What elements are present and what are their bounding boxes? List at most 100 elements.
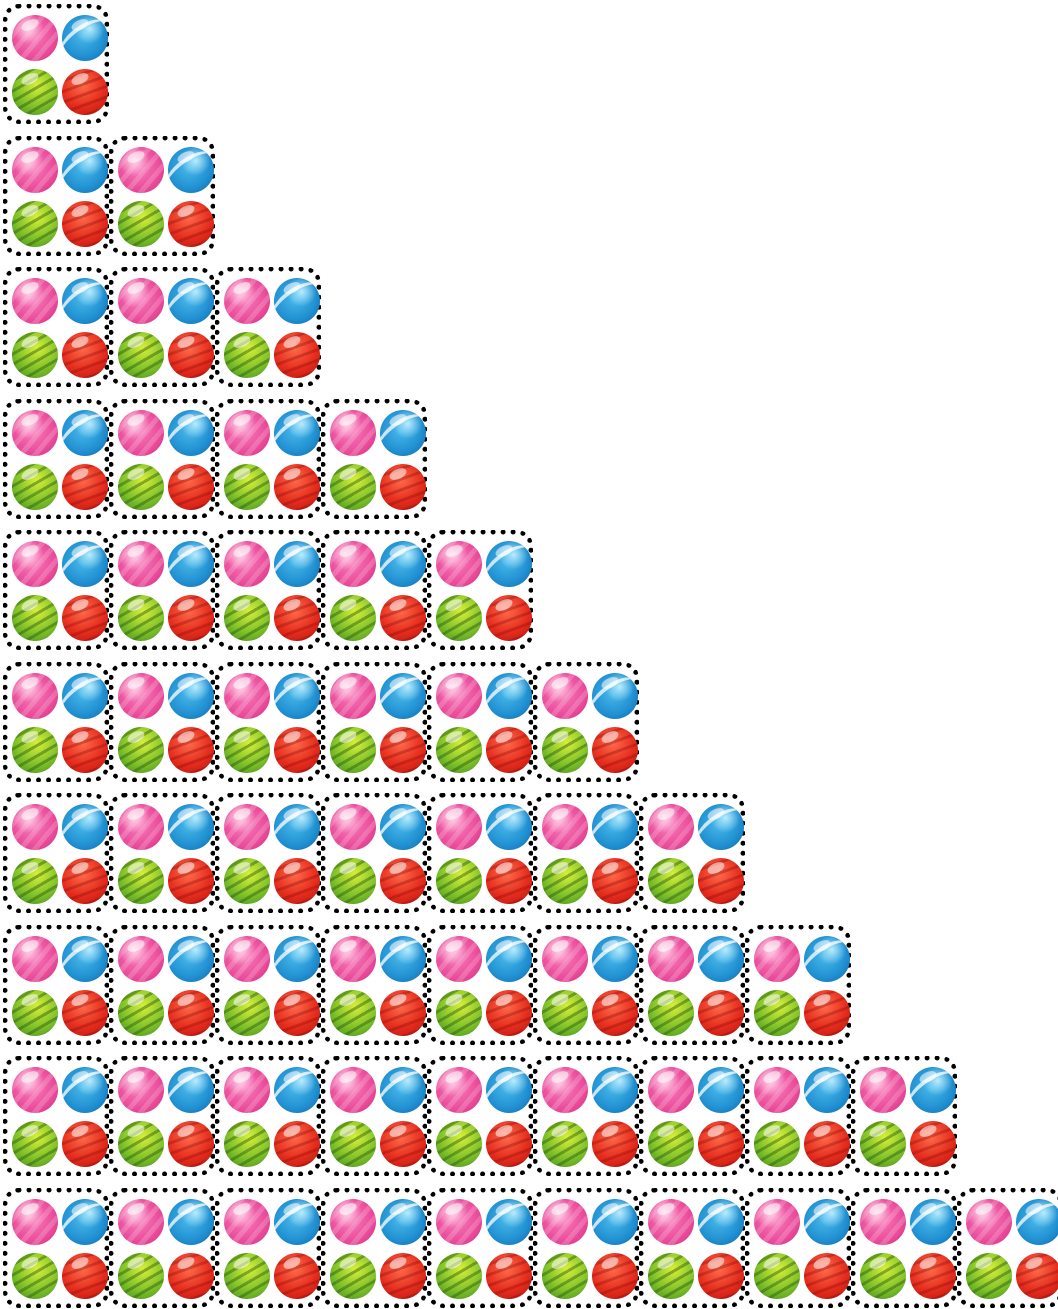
- green-marble-icon: [542, 858, 588, 904]
- green-marble-icon: [330, 727, 376, 773]
- green-marble-icon: [542, 727, 588, 773]
- blue-marble-icon: [380, 936, 426, 982]
- blue-marble-icon: [698, 804, 744, 850]
- blue-marble-icon: [62, 673, 108, 719]
- red-marble-icon: [380, 464, 426, 510]
- green-marble-icon: [436, 990, 482, 1036]
- marble-group: [3, 1188, 109, 1308]
- red-marble-icon: [1016, 1253, 1058, 1299]
- blue-marble-icon: [168, 804, 214, 850]
- pink-marble-icon: [436, 936, 482, 982]
- marble-group: [3, 399, 109, 519]
- pink-marble-icon: [12, 410, 58, 456]
- marble-group: [3, 267, 109, 387]
- marble-group: [321, 925, 427, 1045]
- red-marble-icon: [698, 1253, 744, 1299]
- pink-marble-icon: [12, 278, 58, 324]
- pink-marble-icon: [118, 1199, 164, 1245]
- red-marble-icon: [592, 727, 638, 773]
- marble-group: [215, 1188, 321, 1308]
- pink-marble-icon: [436, 541, 482, 587]
- pink-marble-icon: [224, 804, 270, 850]
- blue-marble-icon: [168, 410, 214, 456]
- green-marble-icon: [754, 990, 800, 1036]
- blue-marble-icon: [592, 936, 638, 982]
- marble-group: [215, 399, 321, 519]
- red-marble-icon: [698, 1121, 744, 1167]
- red-marble-icon: [62, 1121, 108, 1167]
- green-marble-icon: [330, 1121, 376, 1167]
- blue-marble-icon: [910, 1067, 956, 1113]
- green-marble-icon: [118, 727, 164, 773]
- marble-group: [109, 267, 215, 387]
- green-marble-icon: [12, 990, 58, 1036]
- marble-group: [215, 662, 321, 782]
- marble-group: [851, 1056, 957, 1176]
- red-marble-icon: [274, 1253, 320, 1299]
- green-marble-icon: [330, 1253, 376, 1299]
- blue-marble-icon: [274, 1199, 320, 1245]
- blue-marble-icon: [380, 673, 426, 719]
- marble-group: [533, 662, 639, 782]
- pink-marble-icon: [542, 1067, 588, 1113]
- pink-marble-icon: [436, 1067, 482, 1113]
- green-marble-icon: [118, 464, 164, 510]
- pink-marble-icon: [330, 1067, 376, 1113]
- marble-group: [957, 1188, 1058, 1308]
- red-marble-icon: [168, 990, 214, 1036]
- pink-marble-icon: [12, 15, 58, 61]
- red-marble-icon: [62, 201, 108, 247]
- green-marble-icon: [118, 201, 164, 247]
- red-marble-icon: [274, 595, 320, 641]
- pink-marble-icon: [860, 1199, 906, 1245]
- red-marble-icon: [592, 1121, 638, 1167]
- blue-marble-icon: [486, 673, 532, 719]
- blue-marble-icon: [168, 278, 214, 324]
- pink-marble-icon: [224, 541, 270, 587]
- pink-marble-icon: [224, 673, 270, 719]
- green-marble-icon: [648, 858, 694, 904]
- blue-marble-icon: [168, 673, 214, 719]
- red-marble-icon: [62, 595, 108, 641]
- blue-marble-icon: [62, 278, 108, 324]
- blue-marble-icon: [486, 541, 532, 587]
- blue-marble-icon: [486, 1067, 532, 1113]
- red-marble-icon: [62, 727, 108, 773]
- red-marble-icon: [698, 858, 744, 904]
- pink-marble-icon: [224, 278, 270, 324]
- green-marble-icon: [436, 595, 482, 641]
- red-marble-icon: [168, 595, 214, 641]
- pink-marble-icon: [330, 804, 376, 850]
- blue-marble-icon: [380, 1067, 426, 1113]
- marble-group: [3, 662, 109, 782]
- red-marble-icon: [486, 595, 532, 641]
- red-marble-icon: [592, 1253, 638, 1299]
- red-marble-icon: [380, 595, 426, 641]
- marble-group: [109, 399, 215, 519]
- green-marble-icon: [12, 727, 58, 773]
- blue-marble-icon: [804, 936, 850, 982]
- pink-marble-icon: [860, 1067, 906, 1113]
- pink-marble-icon: [118, 804, 164, 850]
- blue-marble-icon: [804, 1199, 850, 1245]
- red-marble-icon: [380, 990, 426, 1036]
- pink-marble-icon: [542, 673, 588, 719]
- red-marble-icon: [62, 69, 108, 115]
- marble-group: [215, 1056, 321, 1176]
- red-marble-icon: [274, 858, 320, 904]
- pink-marble-icon: [330, 1199, 376, 1245]
- pink-marble-icon: [118, 410, 164, 456]
- red-marble-icon: [486, 727, 532, 773]
- blue-marble-icon: [274, 804, 320, 850]
- pink-marble-icon: [436, 804, 482, 850]
- green-marble-icon: [648, 1253, 694, 1299]
- red-marble-icon: [910, 1253, 956, 1299]
- red-marble-icon: [168, 1121, 214, 1167]
- pink-marble-icon: [118, 1067, 164, 1113]
- pink-marble-icon: [648, 936, 694, 982]
- marble-group: [639, 925, 745, 1045]
- pink-marble-icon: [754, 1067, 800, 1113]
- red-marble-icon: [168, 201, 214, 247]
- red-marble-icon: [804, 1121, 850, 1167]
- blue-marble-icon: [380, 804, 426, 850]
